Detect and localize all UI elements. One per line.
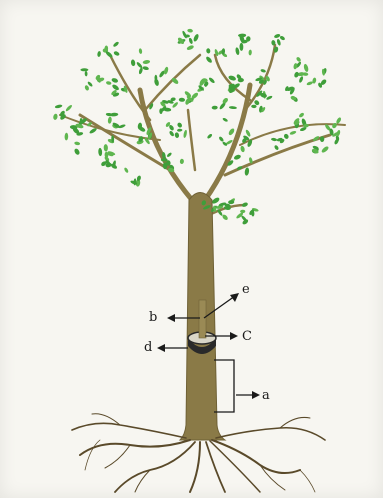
leaf: [64, 133, 68, 141]
label-e: e: [242, 283, 250, 296]
leaf: [104, 144, 109, 152]
leaf: [186, 44, 194, 50]
leaf: [112, 41, 119, 48]
leaf: [73, 148, 80, 156]
leaf: [208, 77, 215, 84]
leaf: [205, 56, 213, 64]
leaf: [221, 214, 228, 221]
leaf: [239, 43, 243, 51]
leaf: [97, 51, 101, 57]
leaf: [183, 130, 188, 139]
leaf: [53, 113, 58, 120]
leaf: [106, 81, 112, 86]
leaf: [65, 104, 73, 112]
leaf: [274, 33, 281, 38]
leaf: [212, 106, 218, 110]
leaf: [142, 60, 150, 65]
label-d: d: [144, 341, 152, 354]
leaf: [274, 144, 280, 150]
leaf: [124, 167, 130, 174]
leaf: [218, 136, 224, 142]
leaf: [240, 145, 245, 152]
leaf: [136, 61, 143, 69]
leaf: [240, 210, 245, 213]
leaf: [238, 33, 246, 37]
leaf: [298, 112, 305, 118]
label-b: b: [149, 311, 157, 324]
leaf: [283, 133, 289, 140]
leaf: [279, 35, 285, 41]
leaf: [55, 104, 63, 109]
leaf: [206, 48, 211, 54]
leaf: [177, 129, 183, 132]
leaf: [289, 130, 296, 135]
leaf: [85, 71, 88, 77]
leaf: [142, 66, 149, 71]
leaf: [84, 85, 90, 91]
label-a: a: [262, 389, 270, 402]
leaf: [166, 152, 172, 158]
leaf: [118, 124, 126, 129]
leaf: [174, 132, 179, 138]
leaf: [306, 81, 313, 86]
leaf: [271, 137, 278, 141]
leaf: [193, 33, 200, 42]
leaf: [179, 98, 185, 102]
leaf: [229, 106, 237, 109]
leaf: [188, 37, 193, 44]
leaf: [294, 71, 300, 78]
leaf: [222, 117, 228, 122]
leaf: [260, 69, 266, 73]
leaf: [111, 77, 119, 83]
leaf: [131, 59, 136, 66]
leaf: [207, 133, 213, 139]
leaf: [233, 154, 241, 161]
leaf: [176, 122, 182, 129]
leaf: [107, 116, 112, 123]
leaf: [228, 127, 236, 136]
leaf: [251, 105, 257, 109]
leaf: [296, 56, 302, 62]
label-c: C: [242, 330, 252, 343]
leaf: [244, 167, 249, 176]
leaf: [293, 63, 298, 70]
leaf: [298, 76, 304, 84]
leaf: [161, 158, 168, 161]
leaf: [154, 78, 160, 86]
leaf: [138, 48, 142, 54]
leaf: [235, 47, 240, 55]
leaf: [74, 141, 80, 145]
leaf: [241, 202, 248, 208]
leaf: [248, 49, 252, 55]
leaf: [180, 159, 185, 165]
leaf: [113, 50, 120, 56]
leaf: [335, 117, 342, 125]
leaf: [169, 130, 175, 137]
leaf: [276, 39, 281, 46]
leaf: [80, 68, 88, 71]
leaf: [321, 145, 330, 153]
leaf: [98, 148, 102, 156]
leaf: [303, 63, 309, 72]
leaf: [187, 28, 193, 32]
leaf: [138, 67, 143, 74]
